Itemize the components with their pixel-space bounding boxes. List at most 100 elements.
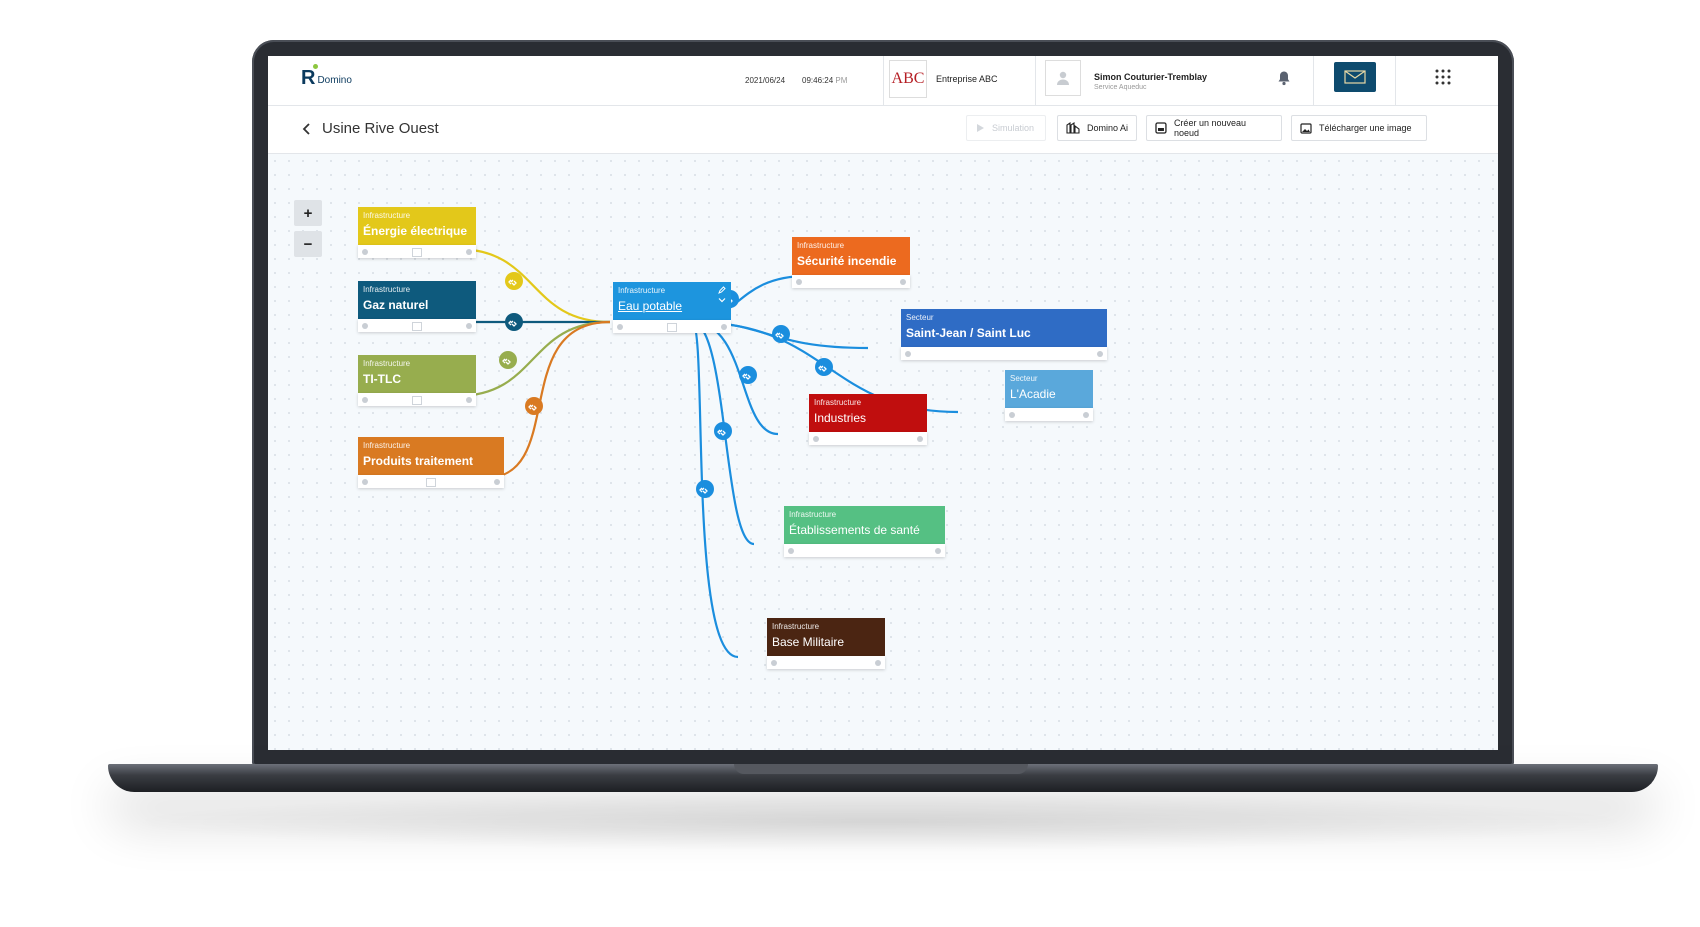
node-industries[interactable]: Infrastructure Industries (809, 394, 927, 445)
node-saint-jean[interactable]: Secteur Saint-Jean / Saint Luc (901, 309, 1107, 360)
node-title: Produits traitement (363, 454, 474, 468)
input-port[interactable] (813, 436, 819, 442)
bell-icon[interactable] (1277, 70, 1291, 86)
output-port[interactable] (1083, 412, 1089, 418)
app-logo[interactable]: R Domino (301, 64, 352, 89)
node-footer (1005, 408, 1093, 421)
domino-ai-button[interactable]: Domino Ai (1057, 115, 1137, 141)
input-port[interactable] (771, 660, 777, 666)
node-footer (358, 475, 504, 488)
node-checkbox[interactable] (426, 478, 436, 487)
node-checkbox[interactable] (412, 322, 422, 331)
mail-button[interactable] (1334, 62, 1376, 92)
domino-ai-label: Domino Ai (1086, 123, 1129, 133)
node-militaire[interactable]: Infrastructure Base Militaire (767, 618, 885, 669)
download-image-button[interactable]: Télécharger une image (1291, 115, 1427, 141)
node-checkbox[interactable] (412, 396, 422, 405)
output-port[interactable] (935, 548, 941, 554)
zoom-out-label: − (303, 235, 313, 253)
chevron-down-icon[interactable] (718, 296, 726, 304)
output-port[interactable] (1097, 351, 1103, 357)
link-icon (508, 320, 517, 327)
node-gaz[interactable]: Infrastructure Gaz naturel (358, 281, 476, 332)
node-footer (901, 347, 1107, 360)
apps-grid-icon[interactable] (1435, 69, 1451, 85)
add-node-icon (1155, 122, 1167, 134)
create-node-label: Créer un nouveau noeud (1173, 118, 1246, 138)
node-header: Secteur L'Acadie (1005, 370, 1093, 408)
node-energie[interactable]: Infrastructure Énergie électrique (358, 207, 476, 258)
node-title: Gaz naturel (363, 298, 429, 312)
node-header: Infrastructure Sécurité incendie (792, 237, 910, 275)
input-port[interactable] (362, 479, 368, 485)
node-type: Secteur (906, 313, 934, 322)
node-footer (792, 275, 910, 288)
output-port[interactable] (900, 279, 906, 285)
node-eau[interactable]: Infrastructure Eau potable (613, 282, 731, 333)
output-port[interactable] (466, 249, 472, 255)
link-icon (528, 404, 537, 411)
node-title: Établissements de santé (789, 523, 920, 537)
graph-links (456, 247, 959, 659)
domino-ai-icon (1066, 122, 1080, 134)
user-name[interactable]: Simon Couturier-Tremblay (1094, 72, 1208, 82)
node-title: TI-TLC (363, 372, 401, 386)
input-port[interactable] (1009, 412, 1015, 418)
header-time: 09:46:24 PM (802, 76, 847, 85)
node-ticlc[interactable]: Infrastructure TI-TLC (358, 355, 476, 406)
chevron-left-icon[interactable] (301, 122, 313, 136)
output-port[interactable] (721, 324, 727, 330)
input-port[interactable] (362, 397, 368, 403)
user-department: Service Aqueduc (1094, 84, 1147, 91)
user-avatar[interactable] (1045, 60, 1081, 96)
link-icon (818, 365, 827, 372)
input-port[interactable] (905, 351, 911, 357)
node-checkbox[interactable] (667, 323, 677, 332)
node-produits[interactable]: Infrastructure Produits traitement (358, 437, 504, 488)
output-port[interactable] (917, 436, 923, 442)
input-port[interactable] (362, 323, 368, 329)
input-port[interactable] (796, 279, 802, 285)
node-header: Infrastructure Gaz naturel (358, 281, 476, 319)
node-title[interactable]: Eau potable (618, 299, 683, 313)
play-icon (977, 124, 984, 132)
zoom-out-button[interactable]: − (294, 231, 322, 257)
node-title: Base Militaire (772, 635, 845, 649)
node-acadie[interactable]: Secteur L'Acadie (1005, 370, 1093, 421)
simulation-button[interactable]: Simulation (966, 115, 1046, 141)
page-title: Usine Rive Ouest (322, 120, 439, 137)
output-port[interactable] (466, 323, 472, 329)
zoom-in-button[interactable]: + (294, 200, 322, 226)
output-port[interactable] (466, 397, 472, 403)
input-port[interactable] (362, 249, 368, 255)
image-icon (1300, 122, 1312, 134)
input-port[interactable] (788, 548, 794, 554)
link-eau-industries (691, 320, 779, 436)
node-title: L'Acadie (1010, 387, 1056, 401)
laptop-shadow (120, 792, 1640, 852)
app-header: R Domino 2021/06/24 09:46:24 PM ABC Entr… (268, 56, 1498, 106)
company-name[interactable]: Entreprise ABC (936, 74, 998, 84)
output-port[interactable] (875, 660, 881, 666)
link-icons (502, 279, 827, 494)
node-type: Infrastructure (772, 622, 820, 631)
node-header: Infrastructure Énergie électrique (358, 207, 476, 245)
node-footer (809, 432, 927, 445)
logo-letter: R (301, 67, 316, 89)
edit-icon[interactable] (718, 286, 726, 294)
node-type: Infrastructure (363, 285, 411, 294)
node-header: Infrastructure Produits traitement (358, 437, 504, 475)
header-time-ampm: PM (835, 76, 848, 85)
node-header: Infrastructure Eau potable (613, 282, 731, 320)
node-type: Infrastructure (814, 398, 862, 407)
node-checkbox[interactable] (412, 248, 422, 257)
graph-canvas[interactable]: + − Infrastructure Énergie électrique In… (268, 154, 1498, 750)
link-icon (699, 487, 708, 494)
input-port[interactable] (617, 324, 623, 330)
create-node-button[interactable]: Créer un nouveau noeud (1146, 115, 1282, 141)
node-header: Infrastructure Industries (809, 394, 927, 432)
output-port[interactable] (494, 479, 500, 485)
node-securite[interactable]: Infrastructure Sécurité incendie (792, 237, 910, 288)
node-sante[interactable]: Infrastructure Établissements de santé (784, 506, 945, 557)
node-header: Infrastructure Base Militaire (767, 618, 885, 656)
